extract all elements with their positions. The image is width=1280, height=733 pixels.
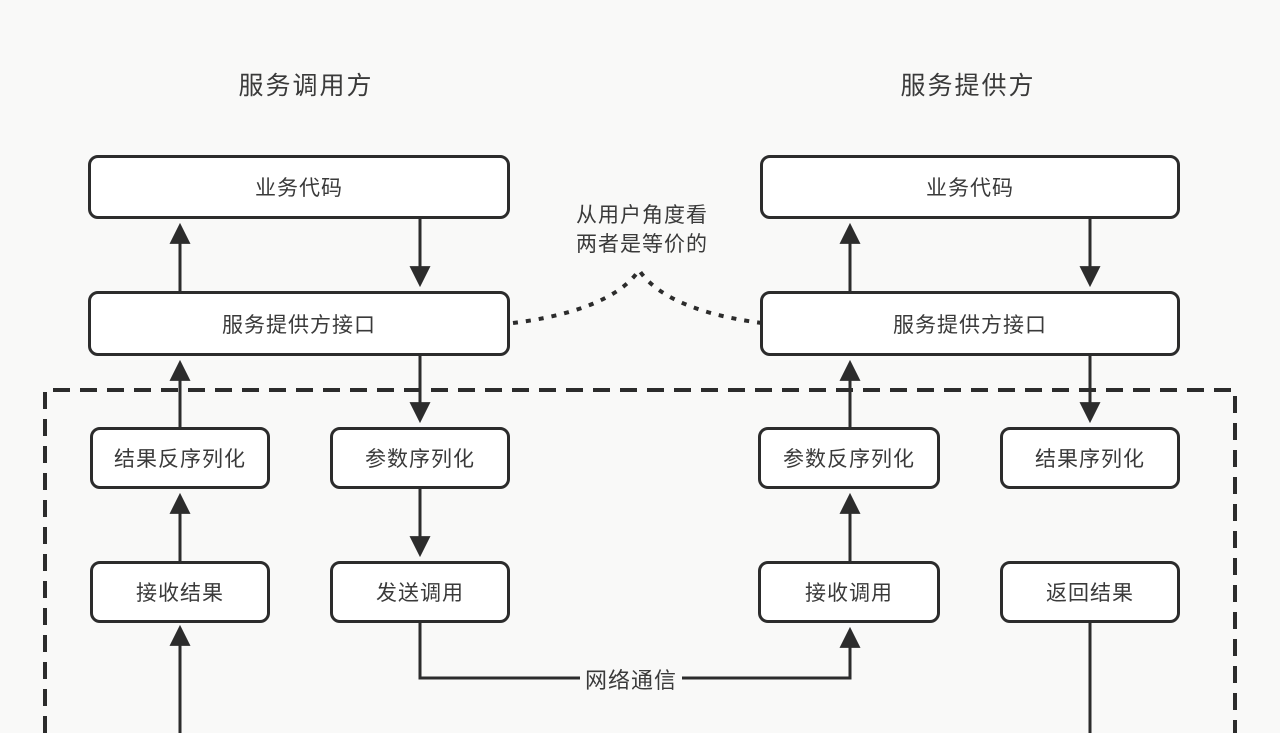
framework-dashed-boundary xyxy=(43,388,1237,733)
param-serialize-box: 参数序列化 xyxy=(330,427,510,489)
equivalence-dotted-curve xyxy=(512,268,763,325)
equivalence-annotation: 从用户角度看 两者是等价的 xyxy=(552,201,732,259)
provider-column-title: 服务提供方 xyxy=(900,72,1036,100)
caller-column-title: 服务调用方 xyxy=(238,72,374,100)
result-deserialize-box: 结果反序列化 xyxy=(90,427,270,489)
provider-provider-interface-box: 服务提供方接口 xyxy=(760,291,1180,356)
provider-business-code-box: 业务代码 xyxy=(760,155,1180,219)
caller-provider-interface-box: 服务提供方接口 xyxy=(88,291,510,356)
send-call-box: 发送调用 xyxy=(330,561,510,623)
caller-business-code-box: 业务代码 xyxy=(88,155,510,219)
return-result-box: 返回结果 xyxy=(1000,561,1180,623)
receive-call-box: 接收调用 xyxy=(758,561,940,623)
result-serialize-box: 结果序列化 xyxy=(1000,427,1180,489)
equivalence-annotation-line1: 从用户角度看 xyxy=(576,204,708,227)
network-communication-label: 网络通信 xyxy=(580,663,683,695)
receive-result-box: 接收结果 xyxy=(90,561,270,623)
param-deserialize-box: 参数反序列化 xyxy=(758,427,940,489)
equivalence-annotation-line2: 两者是等价的 xyxy=(576,233,708,256)
